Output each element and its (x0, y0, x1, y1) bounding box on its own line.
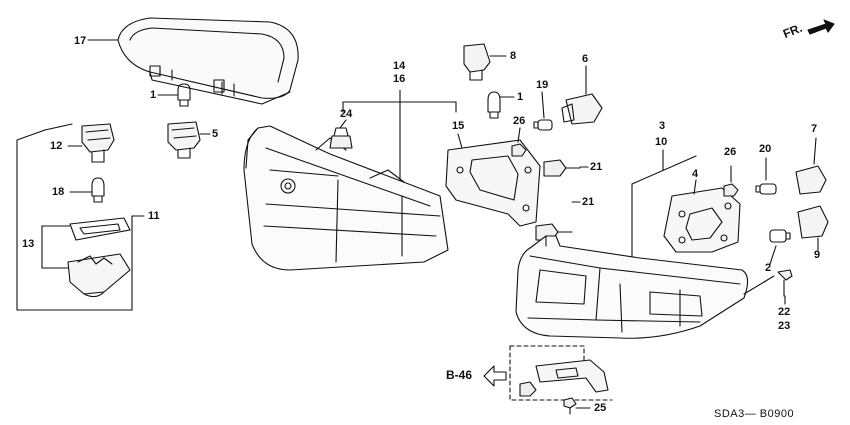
callout-6: 6 (582, 53, 589, 65)
callout-16: 16 (393, 73, 406, 85)
high-mount-stop-light (117, 17, 299, 105)
license-lens (69, 217, 131, 241)
callout-3: 3 (659, 120, 666, 132)
callout-5: 5 (212, 128, 219, 140)
nut-26-right (723, 183, 739, 197)
reference-b46: B-46 (446, 368, 473, 382)
callout-18: 18 (52, 186, 65, 198)
callout-21-upper: 21 (590, 161, 603, 173)
reference-arrow (483, 365, 507, 387)
bulb-2 (769, 229, 791, 243)
socket-12 (81, 123, 115, 163)
inner-lamp (243, 125, 449, 271)
callout-24: 24 (340, 108, 353, 120)
callout-7: 7 (811, 123, 818, 135)
license-housing (67, 253, 131, 298)
callout-15: 15 (452, 120, 465, 132)
callout-25: 25 (594, 402, 607, 414)
grommet-24 (329, 127, 353, 149)
callout-13: 13 (22, 238, 35, 250)
callout-17: 17 (74, 35, 87, 47)
outer-lamp (515, 235, 749, 339)
callout-2: 2 (765, 262, 772, 274)
bulb-19 (533, 119, 553, 131)
socket-9 (797, 205, 829, 239)
screw-25 (563, 397, 577, 415)
nut-26-left (511, 143, 527, 157)
callout-23: 23 (778, 320, 791, 332)
socket-6 (561, 93, 603, 125)
bulb-18 (91, 177, 105, 203)
socket-7 (795, 165, 827, 195)
callout-8: 8 (510, 50, 517, 62)
callout-21-lower: 21 (582, 196, 595, 208)
nut-bracket (519, 381, 537, 397)
callout-26-right: 26 (724, 146, 737, 158)
callout-22: 22 (778, 306, 791, 318)
callout-9: 9 (814, 249, 821, 261)
mounting-bracket (535, 359, 609, 393)
callout-10: 10 (655, 136, 668, 148)
bulb-20 (755, 183, 777, 195)
callout-20: 20 (759, 143, 772, 155)
callout-4: 4 (692, 168, 699, 180)
socket-5 (167, 121, 201, 159)
bulb-wedge-right (487, 91, 501, 119)
callout-26-left: 26 (513, 115, 526, 127)
bracket-15 (445, 139, 541, 227)
callout-11: 11 (148, 210, 160, 222)
screw-22 (777, 269, 793, 297)
socket-8 (463, 43, 491, 81)
callout-19: 19 (536, 79, 549, 91)
callout-1-right: 1 (517, 91, 524, 103)
screw-21-upper (543, 159, 581, 177)
diagram-code: SDA3— B0900 (714, 408, 795, 420)
gasket-4 (663, 187, 741, 253)
callout-1-left: 1 (150, 89, 157, 101)
front-direction-arrow (807, 19, 835, 35)
callout-12: 12 (50, 140, 63, 152)
callout-14: 14 (393, 60, 406, 72)
bulb-wedge-left (177, 83, 191, 107)
